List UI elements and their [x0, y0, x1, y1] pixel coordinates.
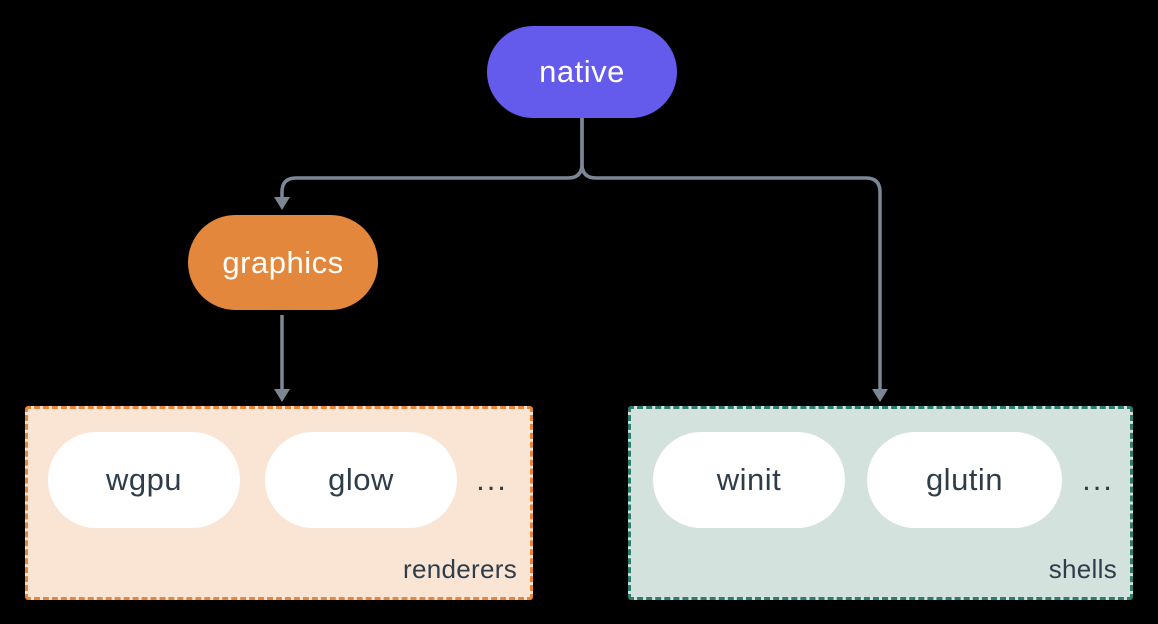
node-native: native — [487, 26, 677, 118]
node-wgpu-label: wgpu — [105, 462, 183, 497]
shells-ellipsis: ... — [1082, 462, 1114, 497]
group-renderers-label: renderers — [403, 554, 517, 584]
edge-native-to-graphics — [280, 118, 584, 198]
node-glow-label: glow — [328, 462, 394, 497]
arrowhead-graphics — [274, 197, 290, 210]
node-winit: winit — [653, 432, 845, 528]
edge-native-to-shells — [580, 118, 882, 390]
node-winit-label: winit — [716, 462, 782, 497]
node-wgpu: wgpu — [48, 432, 240, 528]
node-graphics: graphics — [188, 215, 378, 310]
node-glutin: glutin — [867, 432, 1062, 528]
node-glutin-label: glutin — [925, 462, 1004, 497]
renderers-ellipsis: ... — [476, 462, 508, 497]
node-graphics-label: graphics — [222, 244, 344, 280]
node-glow: glow — [265, 432, 457, 528]
group-renderers: wgpu glow ... renderers — [25, 406, 533, 600]
group-shells: winit glutin ... shells — [628, 406, 1133, 600]
arrowhead-renderers — [274, 389, 290, 402]
group-shells-label: shells — [1048, 554, 1117, 584]
node-native-label: native — [539, 54, 625, 89]
arrowhead-shells — [872, 389, 888, 402]
